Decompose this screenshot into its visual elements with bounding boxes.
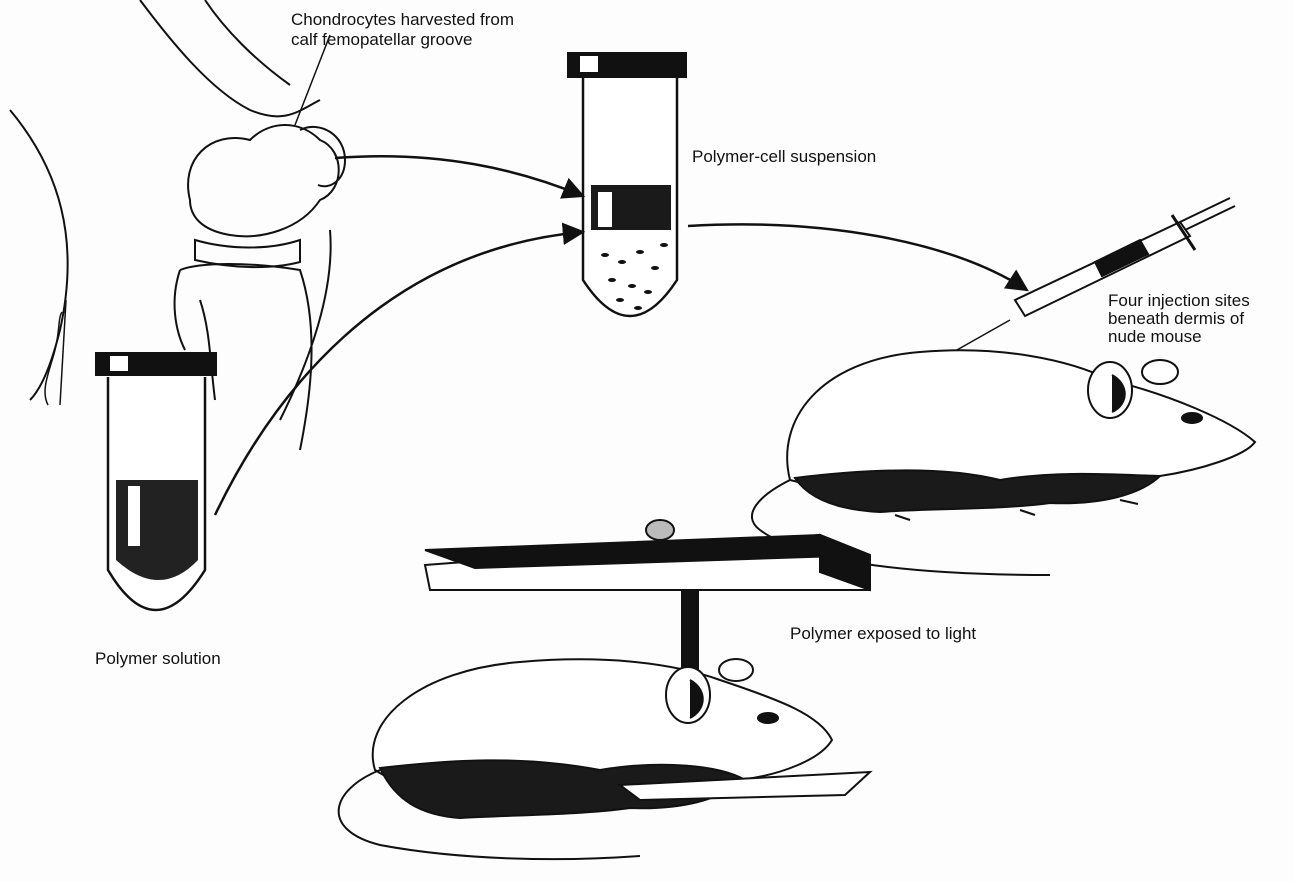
injection-label-line1: Four injection sites <box>1108 292 1250 310</box>
injection-label: Four injection sites beneath dermis of n… <box>1108 292 1250 346</box>
harvest-label-line2: calf femopatellar groove <box>291 30 514 50</box>
lower-mouse <box>339 659 870 859</box>
light-source <box>425 520 870 680</box>
polymer-cell-suspension-tube <box>567 52 687 316</box>
polymer-solution-tube <box>95 352 217 610</box>
injection-label-line3: nude mouse <box>1108 328 1250 346</box>
solution-label: Polymer solution <box>95 649 221 669</box>
injection-label-line2: beneath dermis of <box>1108 310 1250 328</box>
harvest-label-line1: Chondrocytes harvested from <box>291 10 514 30</box>
suspension-label: Polymer-cell suspension <box>692 147 876 167</box>
harvest-label: Chondrocytes harvested from calf femopat… <box>291 10 514 50</box>
light-label: Polymer exposed to light <box>790 624 976 644</box>
